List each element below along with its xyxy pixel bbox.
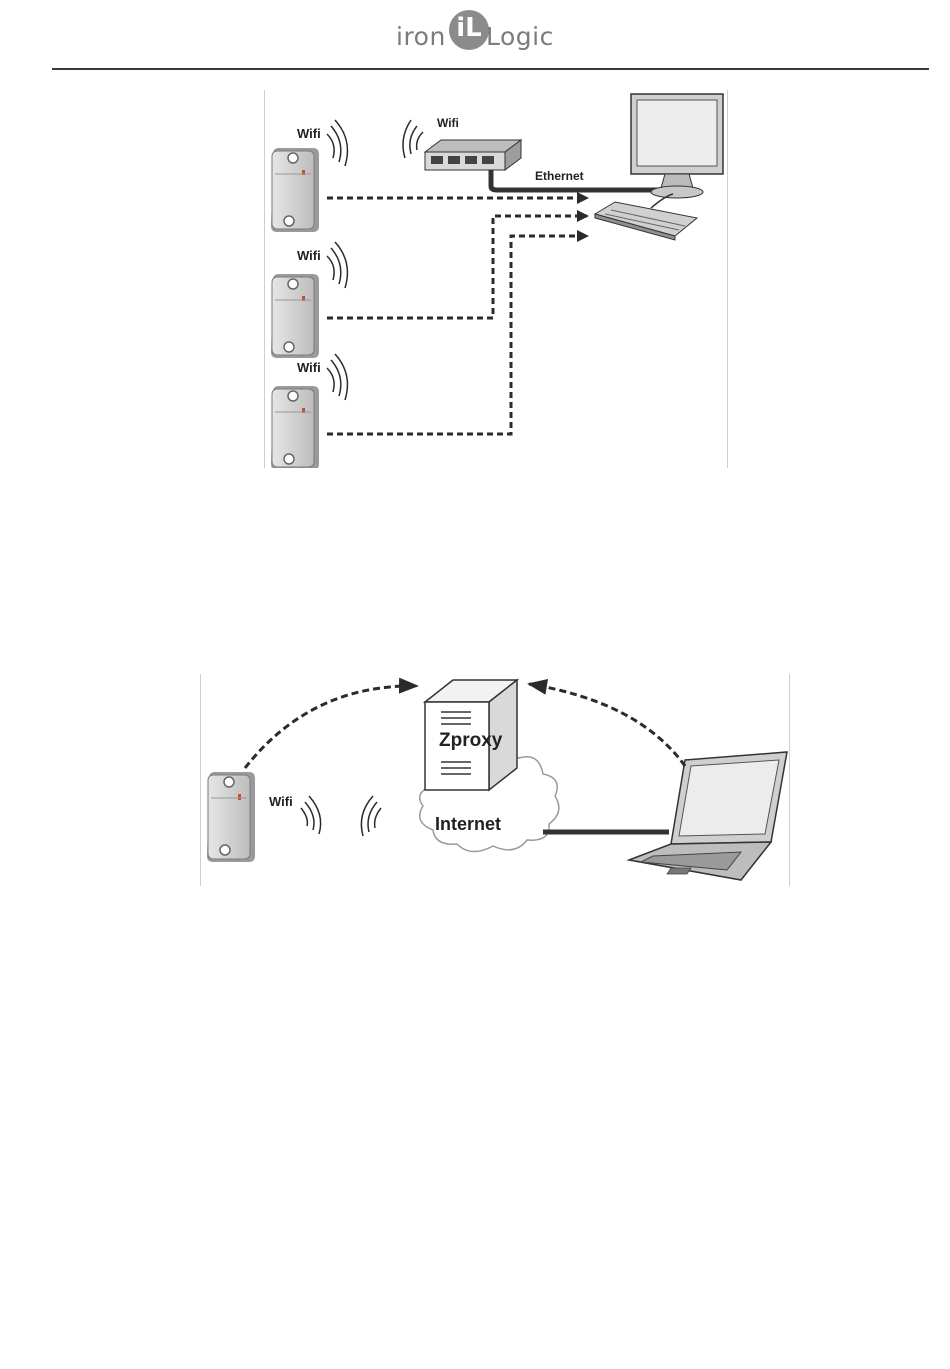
desktop-monitor-icon xyxy=(631,94,723,198)
reader-3-wifi-label: Wifi xyxy=(297,360,321,375)
wifi-waves-icon xyxy=(403,120,423,158)
logo-mark-text: iL xyxy=(449,13,489,43)
keyboard-icon xyxy=(595,194,697,240)
router-wifi-label: Wifi xyxy=(437,116,459,130)
internet-proxy-diagram: Wifi Internet Zproxy xyxy=(200,674,790,886)
logo-badge: iL xyxy=(449,10,489,50)
wifi-waves-icon xyxy=(301,796,321,834)
reader-1-wifi-label: Wifi xyxy=(297,126,321,141)
reader-2-wifi-label: Wifi xyxy=(297,248,321,263)
header-divider xyxy=(52,68,929,70)
reader-3-connection xyxy=(327,236,587,434)
card-reader-icon xyxy=(271,386,319,468)
wifi-waves-icon xyxy=(327,120,347,166)
internet-proxy-svg: Wifi Internet Zproxy xyxy=(201,674,789,886)
wifi-router-icon xyxy=(425,140,521,170)
zproxy-label: Zproxy xyxy=(439,730,503,751)
reader-2-connection xyxy=(327,216,587,318)
laptop-to-zproxy-arrow xyxy=(529,684,685,766)
logo-text-logic: Logic xyxy=(486,22,554,51)
card-reader-icon xyxy=(271,148,319,232)
local-network-svg: Wifi Wifi Wifi xyxy=(265,90,727,468)
card-reader-icon xyxy=(207,772,255,862)
laptop-icon xyxy=(629,752,787,880)
reader-wifi-label: Wifi xyxy=(269,794,293,809)
ironlogic-logo: iron iL Logic xyxy=(392,8,562,60)
local-network-diagram: Wifi Wifi Wifi xyxy=(264,90,728,468)
wifi-waves-icon xyxy=(327,242,347,288)
wifi-waves-icon xyxy=(361,796,381,836)
logo-text-iron: iron xyxy=(396,22,446,51)
reader-to-zproxy-arrow xyxy=(245,686,417,768)
internet-label: Internet xyxy=(435,814,501,834)
page-header: iron iL Logic xyxy=(0,0,950,72)
ethernet-label: Ethernet xyxy=(535,169,584,183)
wifi-waves-icon xyxy=(327,354,347,400)
card-reader-icon xyxy=(271,274,319,358)
